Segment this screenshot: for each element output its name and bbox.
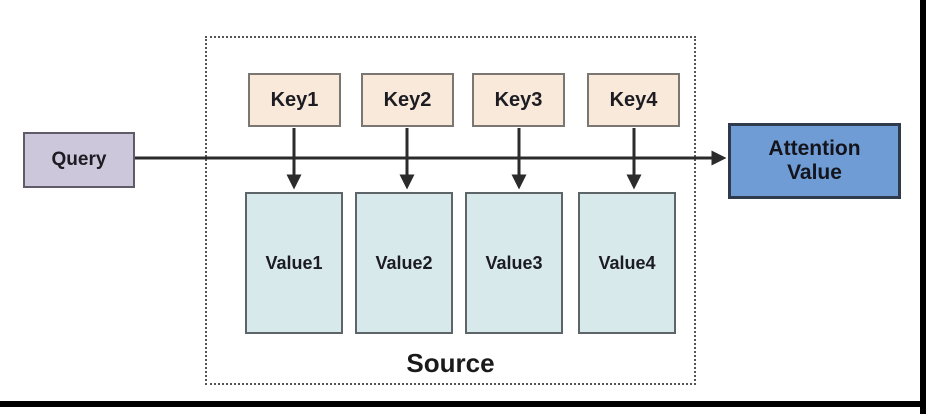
key4-label: Key4 (609, 88, 658, 111)
attention-value-box: Attention Value (728, 123, 901, 199)
query-label: Query (51, 149, 107, 170)
value4-label: Value4 (598, 252, 656, 273)
value2-box: Value2 (355, 192, 453, 334)
key3-label: Key3 (494, 88, 543, 111)
key2-box: Key2 (361, 73, 454, 127)
key1-box: Key1 (248, 73, 341, 127)
value3-label: Value3 (485, 252, 543, 273)
value3-box: Value3 (465, 192, 563, 334)
attention-label-line2: Value (787, 161, 842, 184)
value1-label: Value1 (265, 252, 323, 273)
value4-box: Value4 (578, 192, 676, 334)
source-label: Source (406, 348, 495, 378)
attention-label-line1: Attention (768, 136, 861, 160)
key1-label: Key1 (270, 88, 319, 111)
key4-box: Key4 (587, 73, 680, 127)
value2-label: Value2 (375, 252, 433, 273)
key2-label: Key2 (383, 88, 432, 111)
query-box: Query (23, 132, 135, 188)
source-container: Source (205, 36, 696, 385)
frame-bottom-border (0, 401, 926, 407)
value1-box: Value1 (245, 192, 343, 334)
frame-right-border (920, 0, 926, 414)
key3-box: Key3 (472, 73, 565, 127)
